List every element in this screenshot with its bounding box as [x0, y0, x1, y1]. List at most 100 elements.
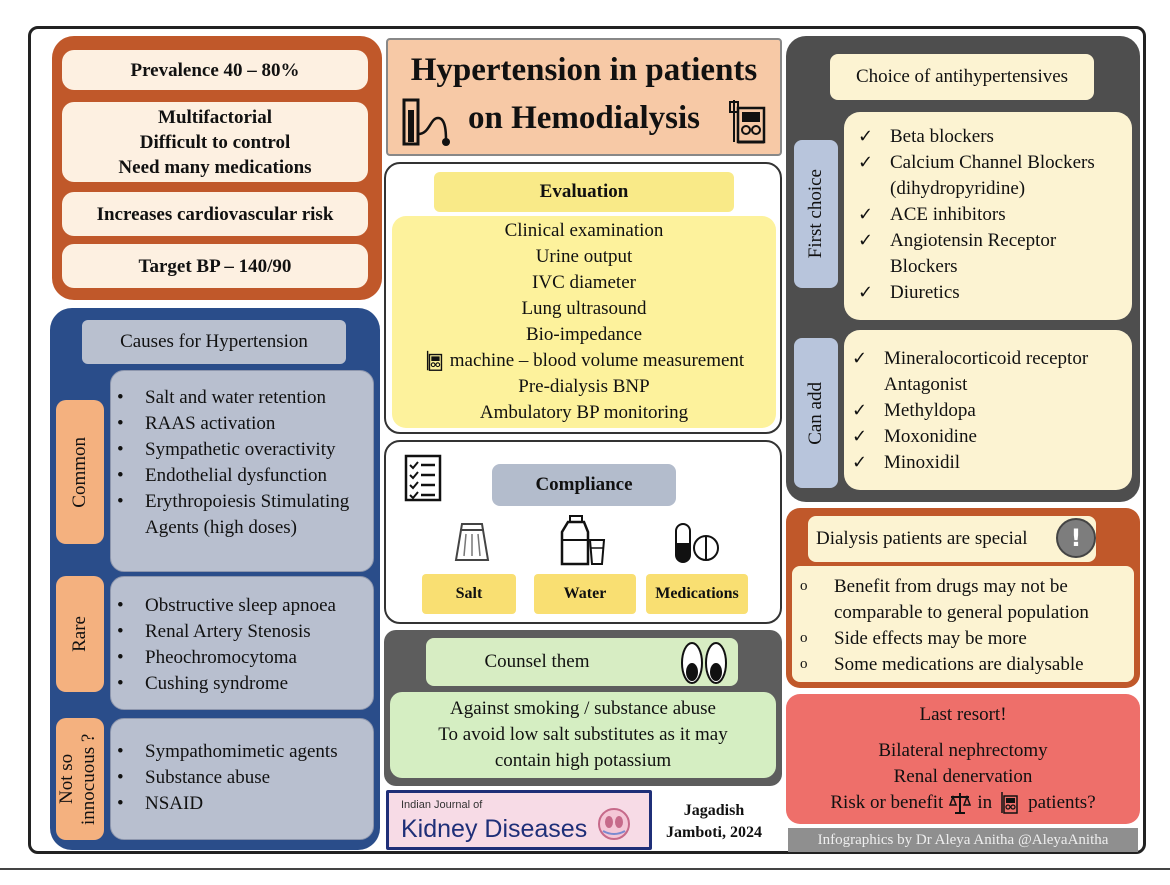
list-item: Substance abuse: [111, 765, 367, 791]
list-item: Mineralocorticoid receptor Antagonist: [852, 346, 1124, 398]
list-item: Renal Artery Stenosis: [111, 619, 367, 645]
list-item: Sympathomimetic agents: [111, 739, 367, 765]
salt-label-box: Salt: [422, 574, 516, 614]
water-label-box: Water: [534, 574, 636, 614]
journal-name: Kidney Diseases: [401, 815, 588, 843]
checklist-icon: [404, 454, 442, 502]
common-causes-list: Salt and water retention RAAS activation…: [111, 385, 367, 541]
list-item: machine – blood volume measurement: [424, 348, 744, 374]
list-item: Sympathetic overactivity: [111, 437, 367, 463]
difficult-text: Difficult to control: [139, 131, 291, 153]
risk-benefit-line: Risk or benefit in patients?: [830, 790, 1096, 816]
journal-small-text: Indian Journal of: [401, 799, 483, 811]
cv-risk-text: Increases cardiovascular risk: [96, 203, 334, 225]
innocuous-causes-list: Sympathomimetic agents Substance abuse N…: [111, 739, 367, 817]
antihypertensives-panel: Choice of antihypertensives First choice…: [786, 36, 1140, 502]
rare-tab: Rare: [56, 576, 104, 692]
antihypertensives-heading-box: Choice of antihypertensives: [830, 54, 1094, 100]
list-item: NSAID: [111, 791, 367, 817]
special-heading-box: Dialysis patients are special: [808, 516, 1096, 562]
common-label: Common: [69, 436, 90, 508]
counsel-text-box: Against smoking / substance abuse To avo…: [390, 692, 776, 778]
list-item: Side effects may be more: [792, 625, 1134, 652]
rare-label: Rare: [69, 616, 90, 652]
first-choice-box: Beta blockers Calcium Channel Blockers (…: [844, 112, 1132, 320]
special-list: Benefit from drugs may not be comparable…: [792, 573, 1134, 678]
rare-causes-box: Obstructive sleep apnoea Renal Artery St…: [110, 576, 374, 710]
can-add-label: Can add: [805, 381, 826, 445]
pill-icon: [675, 523, 719, 563]
counsel-panel: Counsel them Against smoking / substance…: [384, 630, 782, 786]
compliance-heading-box: Compliance: [492, 464, 676, 506]
cv-risk-box: Increases cardiovascular risk: [62, 192, 368, 236]
infographic-credit: Infographics by Dr Aleya Anitha @AleyaAn…: [788, 828, 1138, 852]
author-year: Jamboti, 2024: [666, 824, 762, 841]
counsel-line: Against smoking / substance abuse: [450, 698, 716, 719]
special-panel: Dialysis patients are special ! Benefit …: [786, 508, 1140, 688]
counsel-line: To avoid low salt substitutes as it may: [438, 724, 728, 745]
evaluation-list: Clinical examination Urine output IVC di…: [392, 216, 776, 428]
list-item: Bio-impedance: [525, 324, 643, 345]
list-item: Beta blockers: [858, 124, 1124, 150]
last-resort-heading: Last resort!: [919, 704, 1007, 725]
medications-text: Need many medications: [118, 156, 312, 178]
compliance-panel: Compliance Salt Water Medications: [384, 440, 782, 624]
list-item: Lung ultrasound: [521, 298, 647, 319]
list-item: Pheochromocytoma: [111, 645, 367, 671]
title-box: Hypertension in patients on Hemodialysis: [386, 38, 782, 156]
salt-shaker-icon: [454, 523, 490, 561]
innocuous-tab: Not so innocuous ?: [56, 718, 104, 840]
list-item: Ambulatory BP monitoring: [479, 402, 689, 423]
antihypertensives-heading: Choice of antihypertensives: [855, 66, 1069, 87]
eyes-icon: [681, 642, 727, 684]
evaluation-panel: Evaluation Clinical examination Urine ou…: [384, 162, 782, 434]
common-causes-box: Salt and water retention RAAS activation…: [110, 370, 374, 572]
last-resort-panel: Last resort! Bilateral nephrectomy Renal…: [786, 694, 1140, 824]
list-item: Diuretics: [858, 280, 1124, 306]
page-title: Hypertension in patients: [410, 52, 758, 88]
list-item: Erythropoiesis Stimulating Agents (high …: [111, 489, 367, 541]
list-item: Clinical examination: [504, 220, 664, 241]
special-list-box: Benefit from drugs may not be comparable…: [792, 566, 1134, 682]
author-name: Jagadish: [683, 802, 745, 819]
journal-logo: Indian Journal of Kidney Diseases: [386, 790, 652, 850]
can-add-list: Mineralocorticoid receptor Antagonist Me…: [852, 346, 1124, 476]
special-heading: Dialysis patients are special: [816, 528, 1028, 549]
list-item: Benefit from drugs may not be comparable…: [792, 573, 1134, 626]
balance-scale-icon: [949, 793, 972, 814]
prevalence-box: Prevalence 40 – 80%: [62, 50, 368, 90]
list-item: Cushing syndrome: [111, 671, 367, 697]
causes-heading: Causes for Hypertension: [120, 331, 308, 352]
list-item: Minoxidil: [852, 450, 1124, 476]
medications-label-box: Medications: [646, 574, 748, 614]
salt-label: Salt: [455, 585, 483, 602]
water-bottle-icon: [560, 515, 606, 566]
last-resort-line: Bilateral nephrectomy: [878, 740, 1048, 761]
evaluation-heading-box: Evaluation: [434, 172, 734, 212]
rare-causes-list: Obstructive sleep apnoea Renal Artery St…: [111, 593, 367, 697]
page-subtitle: on Hemodialysis: [468, 100, 700, 136]
causes-heading-box: Causes for Hypertension: [82, 320, 346, 364]
dialysis-machine-icon: [729, 100, 766, 144]
innocuous-causes-box: Sympathomimetic agents Substance abuse N…: [110, 718, 374, 840]
divider: [0, 868, 1170, 870]
first-choice-list: Beta blockers Calcium Channel Blockers (…: [858, 124, 1124, 306]
target-bp-text: Target BP – 140/90: [138, 255, 292, 277]
water-label: Water: [563, 585, 607, 602]
list-item: IVC diameter: [532, 272, 636, 293]
counsel-heading: Counsel them: [484, 651, 590, 672]
author-credit: Jagadish Jamboti, 2024: [660, 800, 768, 844]
evaluation-heading: Evaluation: [539, 181, 629, 202]
medications-label: Medications: [655, 585, 739, 602]
sphygmomanometer-icon: [402, 98, 450, 146]
common-tab: Common: [56, 400, 104, 544]
first-choice-tab: First choice: [794, 140, 838, 288]
list-item: Moxonidine: [852, 424, 1124, 450]
list-item: Methyldopa: [852, 398, 1124, 424]
last-resort-line: Renal denervation: [893, 766, 1033, 787]
multifactorial-box: Multifactorial Difficult to control Need…: [62, 102, 368, 182]
list-item: Some medications are dialysable: [792, 651, 1134, 678]
multifactorial-text: Multifactorial: [158, 106, 272, 128]
journal-emblem-icon: [598, 808, 630, 840]
counsel-line: contain high potassium: [494, 750, 672, 771]
